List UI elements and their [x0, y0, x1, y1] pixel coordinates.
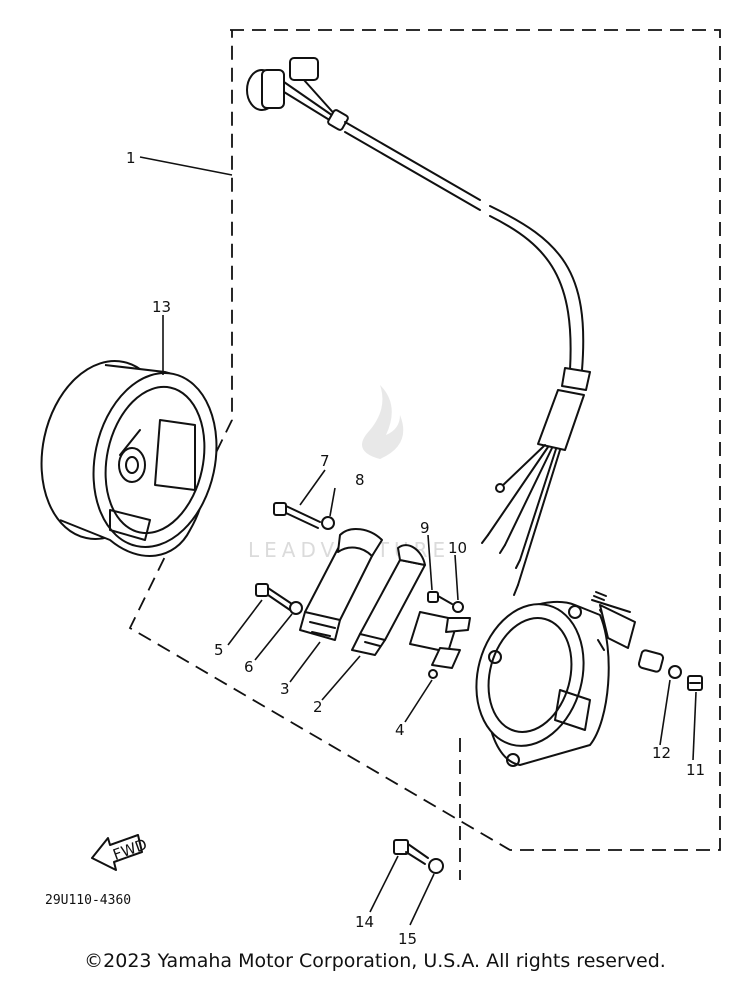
- stator-base: [475, 600, 610, 767]
- coil-3: [299, 528, 383, 641]
- callout-8: 8: [355, 471, 365, 489]
- leader-lines: [139, 156, 697, 926]
- washer-8: [321, 516, 335, 530]
- wire-harness: [246, 57, 591, 596]
- screw-7: [273, 502, 321, 529]
- callout-3: 3: [280, 680, 290, 698]
- screw-9: [427, 591, 453, 605]
- callout-1: 1: [126, 149, 136, 167]
- callout-9: 9: [420, 519, 430, 537]
- callout-10: 10: [448, 539, 467, 557]
- callout-7: 7: [320, 452, 330, 470]
- callout-2: 2: [313, 698, 323, 716]
- drawing-code: 29U110-4360: [45, 893, 131, 908]
- collar-12: [637, 649, 682, 679]
- washer-10: [452, 601, 464, 613]
- bracket: [591, 591, 636, 649]
- callout-12: 12: [652, 744, 671, 762]
- callouts: 1 2 3 4 5 6 7 8 9 10 11 12 13 14 15: [126, 149, 705, 948]
- callout-5: 5: [214, 641, 224, 659]
- screw-11: [687, 675, 703, 691]
- assembly-boundary: [128, 29, 721, 851]
- screw-14: [393, 839, 429, 865]
- fwd-label: FWD: [110, 835, 149, 864]
- callout-14: 14: [355, 913, 374, 931]
- copyright-notice: ©2023 Yamaha Motor Corporation, U.S.A. A…: [84, 950, 666, 972]
- flywheel-rotor: [40, 360, 218, 557]
- callout-11: 11: [686, 761, 705, 779]
- pickup-coil-4: [409, 611, 471, 679]
- coil-2: [351, 544, 426, 656]
- fwd-arrow-icon: FWD: [91, 834, 149, 871]
- callout-13: 13: [152, 298, 171, 316]
- callout-15: 15: [398, 930, 417, 948]
- screw-5: [255, 583, 293, 611]
- callout-4: 4: [395, 721, 405, 739]
- washer-6: [289, 601, 303, 615]
- callout-6: 6: [244, 658, 254, 676]
- washer-15: [428, 858, 444, 874]
